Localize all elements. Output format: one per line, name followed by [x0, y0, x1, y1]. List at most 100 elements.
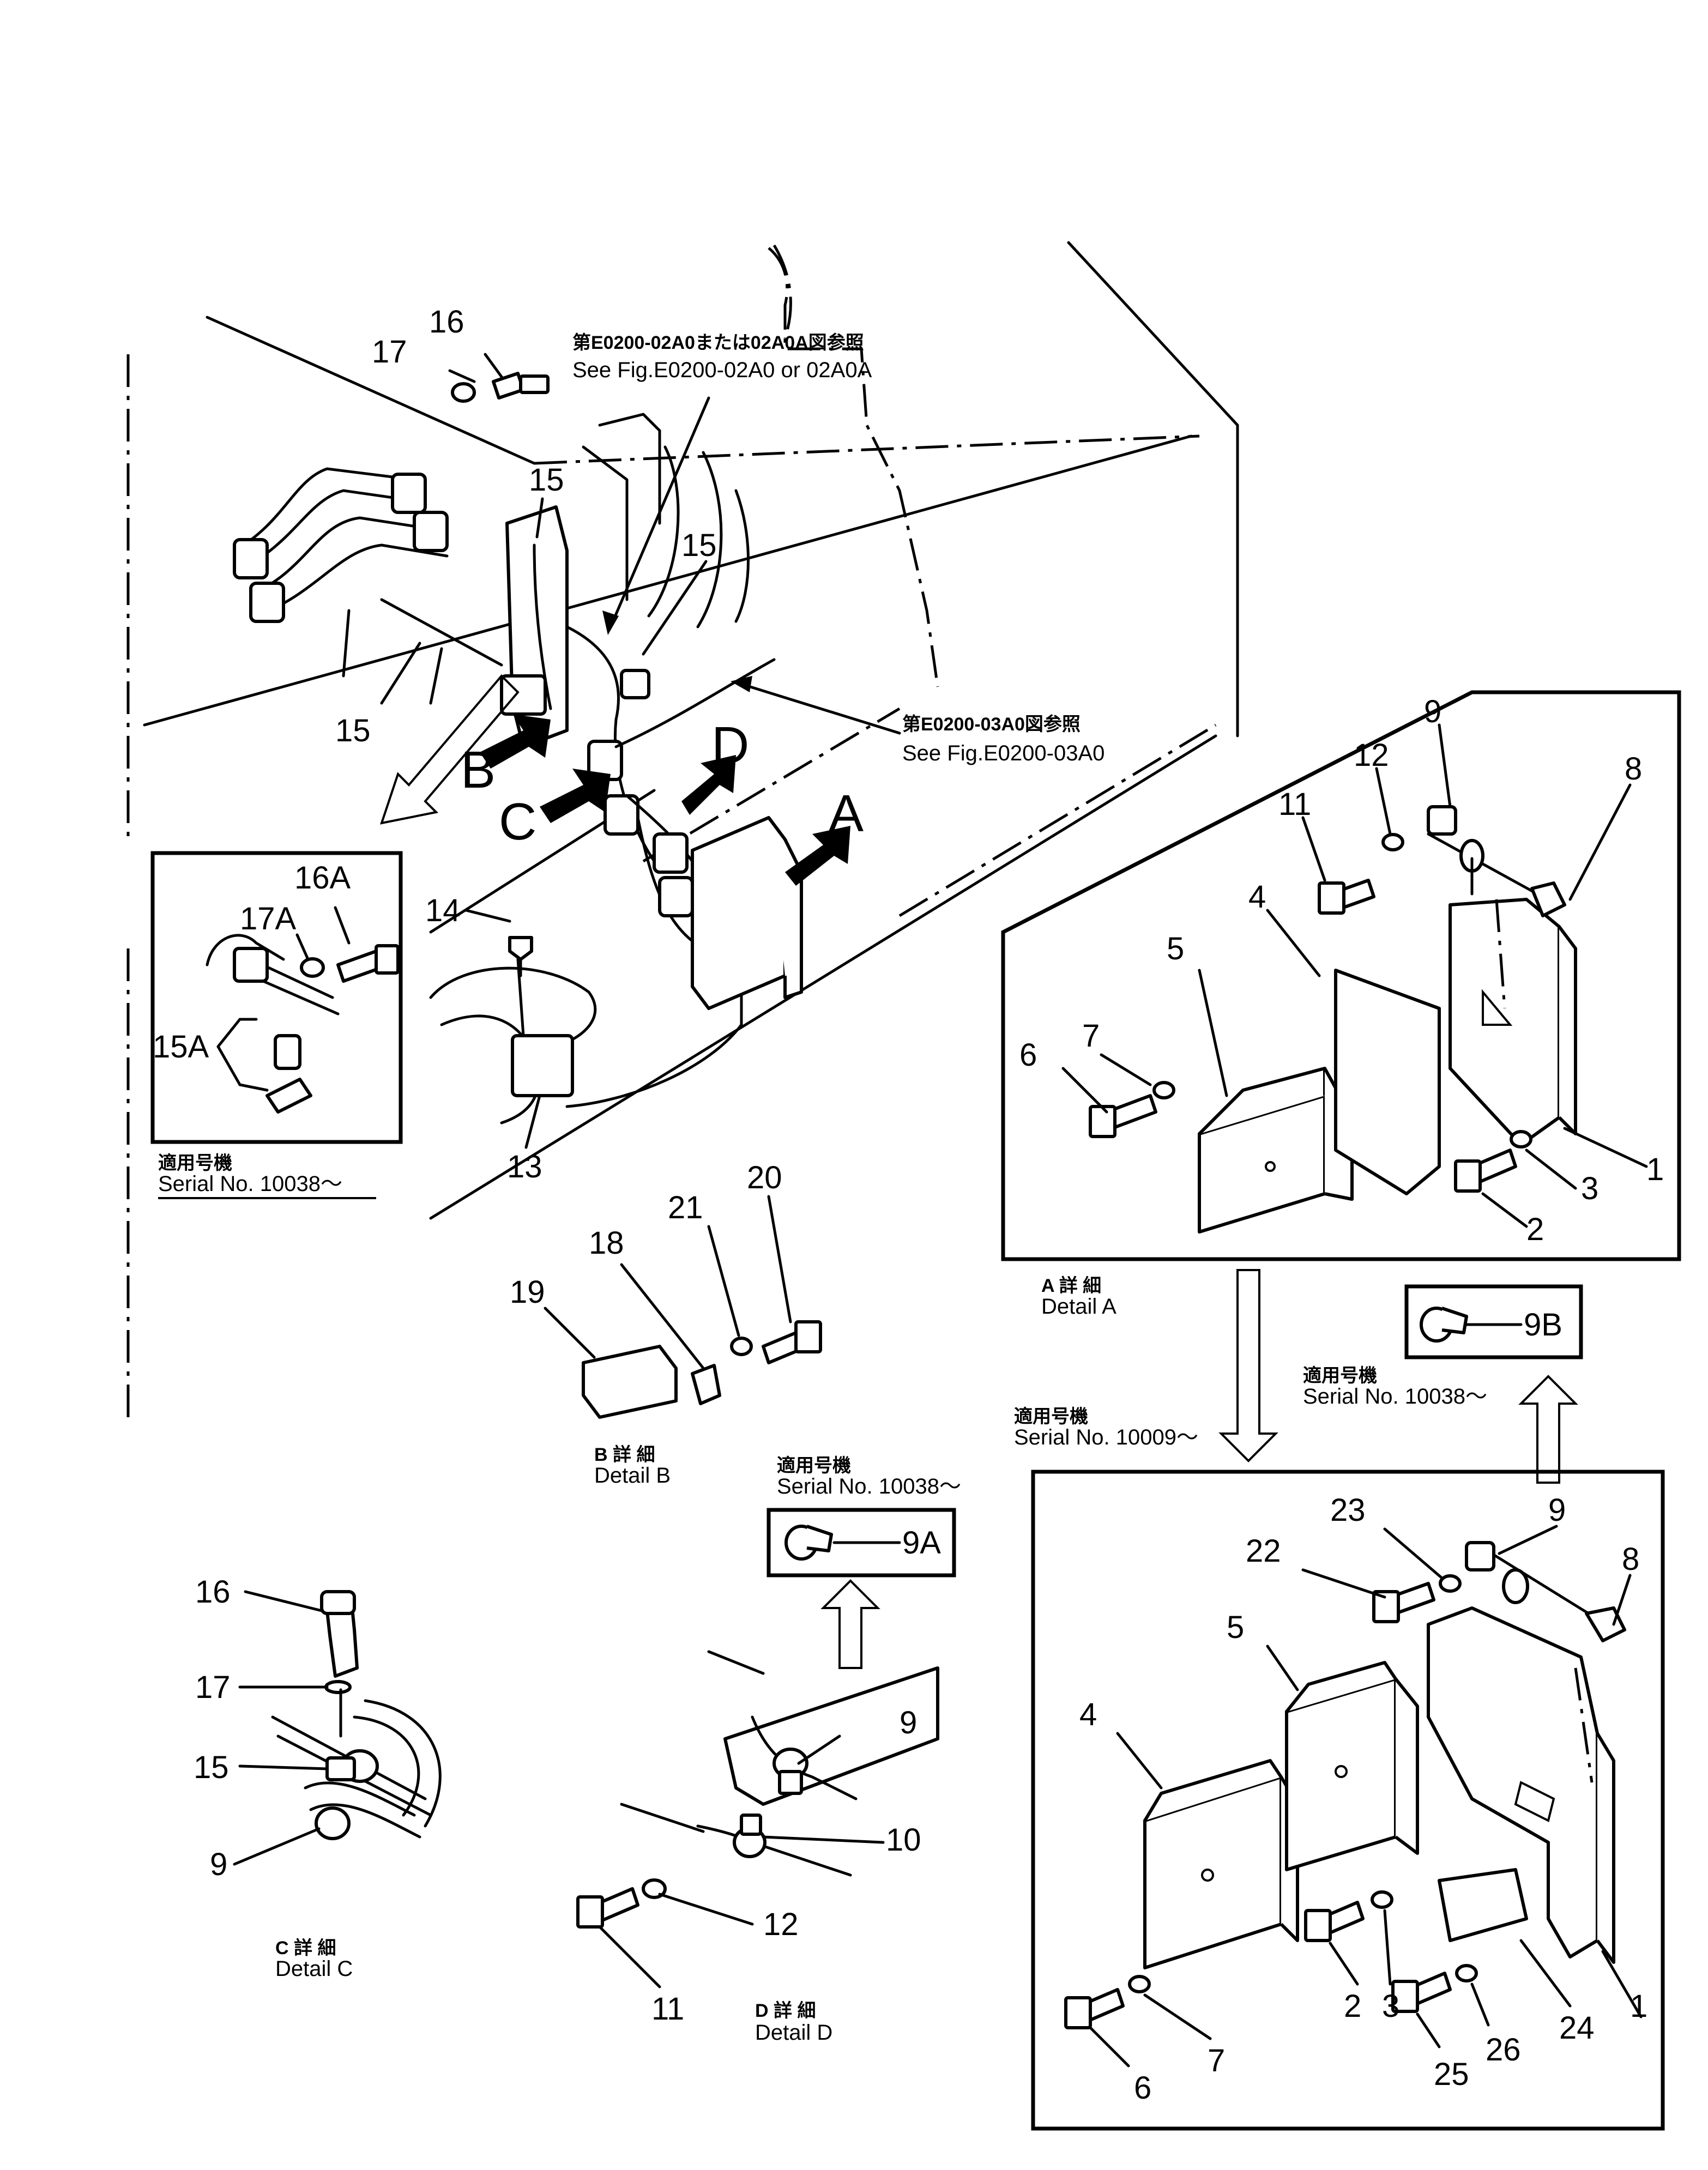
callout-16: 16: [429, 304, 464, 340]
svg-text:Serial No. 10038～: Serial No. 10038～: [158, 1172, 342, 1196]
detail-a-callout-4: 4: [1248, 879, 1266, 915]
lower-callout-22: 22: [1246, 1533, 1281, 1569]
callout-15-a: 15: [529, 462, 564, 498]
detail-b-drawing: [544, 1195, 822, 1419]
callout-9a: 9A: [902, 1525, 941, 1561]
reference-note-top: 第E0200-02A0または02A0A図参照 See Fig.E0200-02A…: [572, 333, 872, 382]
view-arrow-a-label: A: [829, 784, 864, 843]
detail-c-callout-16: 16: [195, 1574, 231, 1610]
detail-a-callout-12: 12: [1354, 738, 1389, 773]
callout-15-c: 15: [335, 713, 371, 748]
lower-callout-26: 26: [1486, 2032, 1521, 2068]
lower-serial: 適用号機 Serial No. 10009～: [1014, 1406, 1198, 1449]
detail-b-callout-20: 20: [747, 1160, 782, 1195]
arrow-up-to-9a: [820, 1579, 880, 1669]
detail-b-caption: B 詳 細 Detail B: [594, 1444, 671, 1488]
detail-a-callout-9: 9: [1424, 694, 1441, 729]
svg-text:第E0200-02A0または02A0A図参照: 第E0200-02A0または02A0A図参照: [572, 333, 864, 353]
serial-9b: 適用号機 Serial No. 10038～: [1303, 1365, 1487, 1409]
lower-callout-3: 3: [1382, 1988, 1399, 2024]
svg-text:See Fig.E0200-03A0: See Fig.E0200-03A0: [902, 741, 1105, 765]
detail-d-callout-10: 10: [886, 1822, 921, 1858]
detail-c-drawing: [233, 1590, 442, 1866]
svg-text:Detail B: Detail B: [594, 1464, 671, 1488]
detail-b-callout-18: 18: [589, 1225, 624, 1261]
detail-a-callout-2: 2: [1526, 1212, 1544, 1247]
svg-text:See Fig.E0200-02A0 or 02A0A: See Fig.E0200-02A0 or 02A0A: [572, 358, 872, 382]
detail-d-callout-12: 12: [763, 1907, 799, 1942]
svg-text:Detail D: Detail D: [755, 2021, 832, 2045]
svg-text:D 詳 細: D 詳 細: [755, 2000, 816, 2021]
view-arrow-c-label: C: [499, 793, 536, 851]
svg-text:Serial No. 10038～: Serial No. 10038～: [1303, 1385, 1487, 1409]
arrow-down-to-lower: [1218, 1269, 1278, 1462]
view-arrow-b-label: B: [461, 741, 496, 799]
lower-callout-6: 6: [1134, 2070, 1151, 2106]
detail-c-caption: C 詳 細 Detail C: [275, 1938, 353, 1981]
callout-17: 17: [372, 334, 407, 370]
inset-callout-17a: 17A: [240, 901, 297, 936]
lower-callout-8: 8: [1622, 1542, 1639, 1577]
svg-text:Detail A: Detail A: [1041, 1295, 1116, 1319]
lower-callout-4: 4: [1079, 1697, 1097, 1732]
box-9b: [1404, 1284, 1583, 1359]
detail-a-callout-5: 5: [1167, 931, 1184, 966]
serial-9a: 適用号機 Serial No. 10038～: [777, 1455, 961, 1498]
box-9a: [767, 1508, 956, 1577]
detail-d-drawing: [576, 1650, 939, 1988]
detail-c-callout-9: 9: [210, 1847, 227, 1882]
lower-callout-9: 9: [1548, 1492, 1566, 1528]
detail-b-callout-21: 21: [668, 1190, 703, 1225]
reference-note-mid: 第E0200-03A0図参照 See Fig.E0200-03A0: [902, 714, 1105, 765]
lower-detail-box: [1031, 1470, 1665, 2131]
svg-text:適用号機: 適用号機: [158, 1153, 232, 1174]
lower-callout-7: 7: [1208, 2043, 1225, 2078]
lower-callout-2: 2: [1344, 1988, 1361, 2024]
callout-14: 14: [425, 893, 461, 928]
lower-callout-5: 5: [1227, 1610, 1244, 1645]
detail-a-callout-6: 6: [1019, 1037, 1037, 1073]
lower-callout-24: 24: [1559, 2010, 1595, 2046]
lower-callout-1: 1: [1630, 1988, 1647, 2024]
svg-text:第E0200-03A0図参照: 第E0200-03A0図参照: [902, 714, 1081, 735]
callout-9b: 9B: [1524, 1307, 1562, 1343]
svg-text:C 詳 細: C 詳 細: [275, 1938, 336, 1959]
svg-text:Serial No. 10038～: Serial No. 10038～: [777, 1474, 961, 1498]
main-assembly: [126, 241, 1239, 1417]
callout-15-b: 15: [681, 528, 717, 563]
inset-callout-16a: 16A: [294, 860, 351, 896]
inset-box: [150, 851, 403, 1144]
lower-detail-drawing: [1064, 1525, 1643, 2068]
detail-a-callout-8: 8: [1625, 751, 1642, 787]
detail-d-callout-9: 9: [900, 1705, 917, 1740]
svg-text:適用号機: 適用号機: [1303, 1365, 1377, 1386]
detail-a-box: [1001, 690, 1681, 1261]
clamp-9b-icon: [1420, 1307, 1523, 1343]
inset-drawing: [206, 906, 400, 1114]
inset-callout-15a: 15A: [153, 1029, 209, 1065]
detail-a-callout-1: 1: [1646, 1152, 1664, 1187]
lower-callout-23: 23: [1330, 1492, 1366, 1528]
detail-a-callout-11: 11: [1278, 787, 1311, 822]
detail-a-callout-3: 3: [1581, 1171, 1598, 1206]
detail-d-callout-11: 11: [651, 1991, 684, 2027]
view-arrow-d-label: D: [711, 716, 749, 775]
detail-a-drawing: [1061, 723, 1648, 1234]
detail-c-callout-17: 17: [195, 1670, 231, 1705]
svg-text:Detail C: Detail C: [275, 1957, 353, 1981]
lower-callout-25: 25: [1434, 2057, 1469, 2092]
clamp-9a-icon: [784, 1525, 901, 1561]
inset-serial: 適用号機 Serial No. 10038～: [158, 1153, 376, 1199]
detail-b-callout-19: 19: [510, 1274, 545, 1310]
detail-d-caption: D 詳 細 Detail D: [755, 2000, 832, 2045]
svg-text:適用号機: 適用号機: [1014, 1406, 1088, 1427]
svg-text:B 詳 細: B 詳 細: [594, 1444, 655, 1465]
detail-c-callout-15: 15: [194, 1750, 229, 1785]
svg-text:A 詳 細: A 詳 細: [1041, 1276, 1101, 1296]
svg-text:適用号機: 適用号機: [777, 1455, 851, 1476]
detail-a-caption: A 詳 細 Detail A: [1041, 1276, 1116, 1319]
svg-text:Serial No. 10009～: Serial No. 10009～: [1014, 1425, 1198, 1449]
callout-13: 13: [507, 1149, 542, 1184]
detail-a-callout-7: 7: [1082, 1018, 1100, 1054]
